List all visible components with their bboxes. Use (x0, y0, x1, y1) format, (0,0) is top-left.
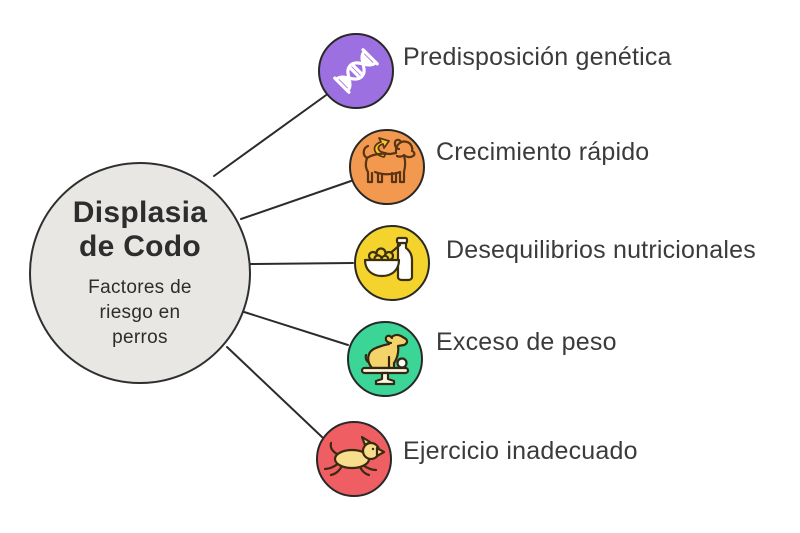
node-label-nutritional-imbalances: Desequilibrios nutricionales (446, 236, 756, 264)
connector-line-exercise (226, 346, 323, 438)
central-subtitle: Factores de riesgo en perros (88, 277, 192, 349)
connector-line-nutrition (249, 262, 354, 265)
node-label-excess-weight: Exceso de peso (436, 328, 617, 356)
node-label-inadequate-exercise: Ejercicio inadecuado (403, 437, 638, 465)
running-dog-icon (323, 435, 386, 477)
dna-icon (333, 48, 379, 94)
node-label-rapid-growth: Crecimiento rápido (436, 138, 650, 166)
node-circle-nutritional-imbalances (354, 225, 430, 301)
connector-line-genetic (213, 92, 330, 177)
central-title: Displasia de Codo (72, 195, 208, 264)
connector-line-growth (240, 180, 352, 220)
central-topic-bubble: Displasia de Codo Factores de riesgo en … (29, 162, 251, 384)
node-label-genetic-predisposition: Predisposición genética (403, 43, 672, 71)
node-circle-genetic-predisposition (318, 33, 394, 109)
growing-dog-icon (362, 137, 416, 184)
node-circle-inadequate-exercise (316, 421, 392, 497)
connector-line-weight (240, 310, 349, 346)
food-bowl-icon (363, 236, 414, 282)
node-circle-excess-weight (347, 321, 423, 397)
node-circle-rapid-growth (349, 129, 425, 205)
dog-on-scale-icon (360, 333, 410, 386)
